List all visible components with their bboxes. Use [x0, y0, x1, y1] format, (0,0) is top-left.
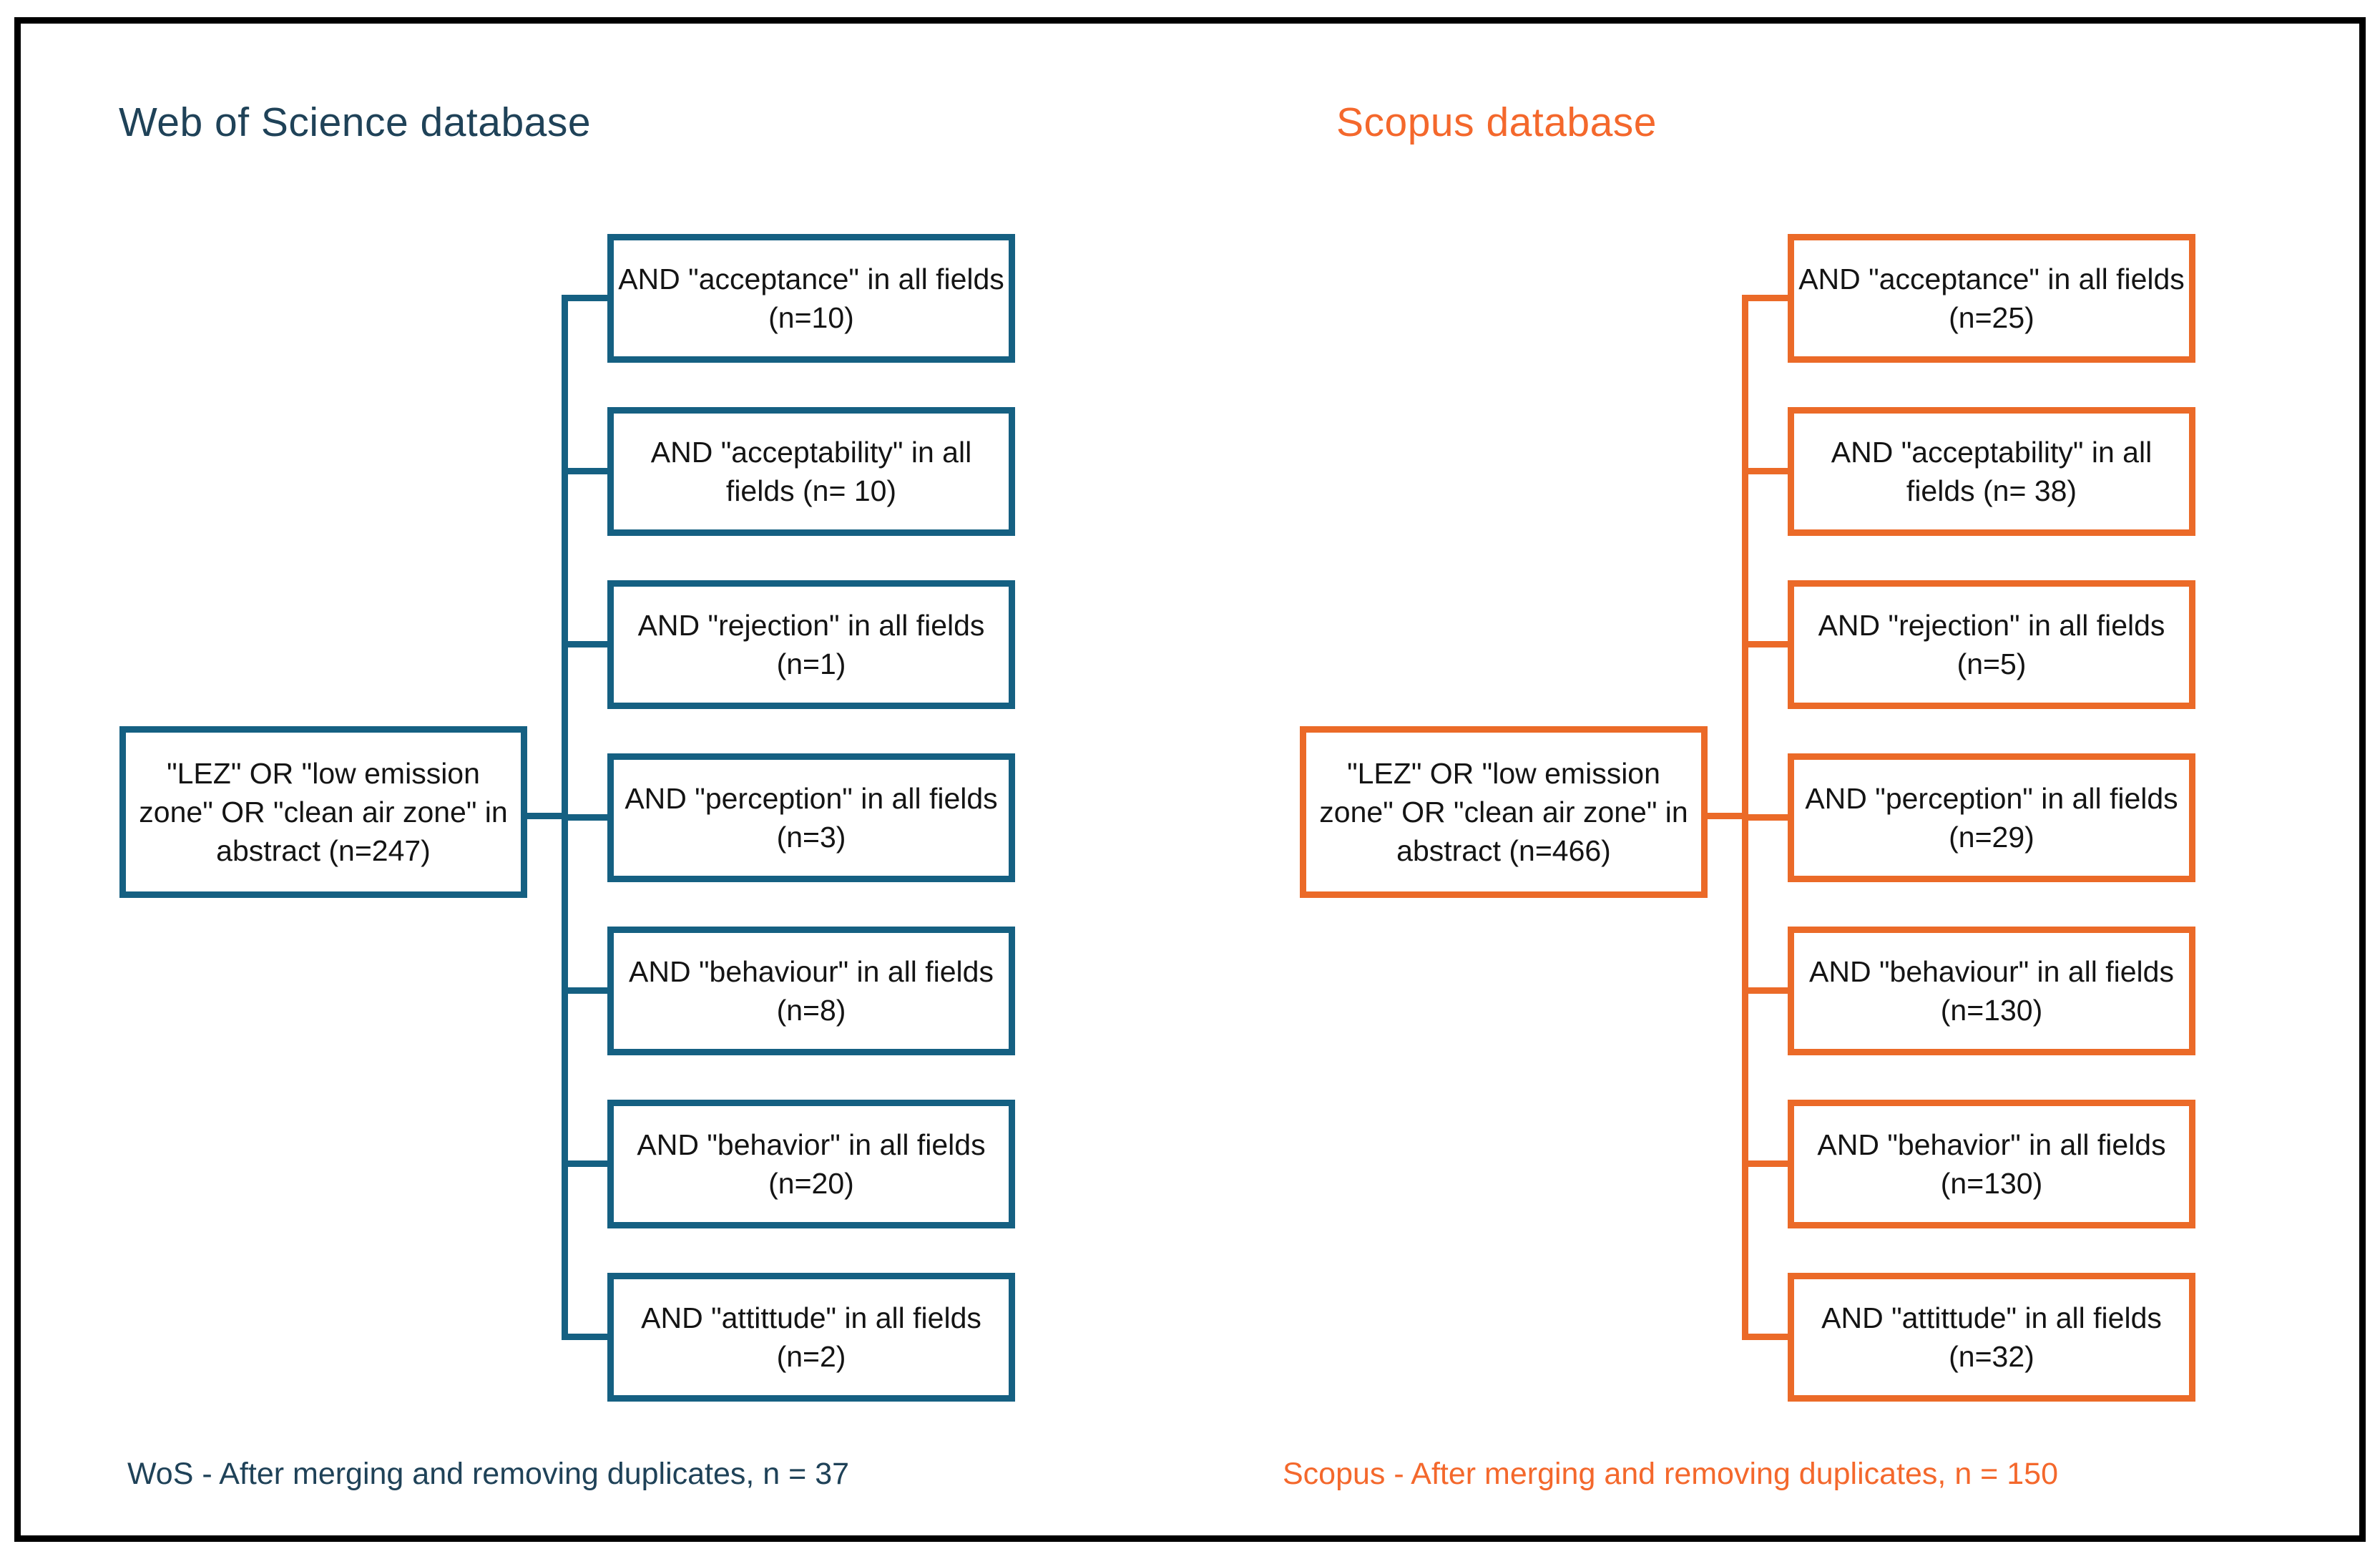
- query-box: AND "behaviour" in all fields (n=130): [1788, 927, 2195, 1055]
- connector-stub: [568, 295, 607, 301]
- query-box: AND "perception" in all fields (n=29): [1788, 753, 2195, 882]
- query-box: AND "perception" in all fields (n=3): [607, 753, 1015, 882]
- panel-footer: WoS - After merging and removing duplica…: [127, 1457, 850, 1491]
- diagram-frame: [14, 17, 2366, 1542]
- query-box: AND "behaviour" in all fields (n=8): [607, 927, 1015, 1055]
- connector-stub: [1748, 814, 1788, 821]
- query-box: AND "attittude" in all fields (n=32): [1788, 1273, 2195, 1402]
- connector-stub: [568, 641, 607, 647]
- query-box: AND "acceptance" in all fields (n=25): [1788, 234, 2195, 363]
- query-box: AND "behavior" in all fields (n=130): [1788, 1100, 2195, 1228]
- connector-root-stub: [527, 813, 562, 819]
- query-box: AND "acceptability" in all fields (n= 10…: [607, 407, 1015, 536]
- query-box: AND "acceptance" in all fields (n=10): [607, 234, 1015, 363]
- connector-stub: [1748, 468, 1788, 474]
- connector-trunk: [1742, 295, 1748, 1340]
- query-box: AND "behavior" in all fields (n=20): [607, 1100, 1015, 1228]
- connector-stub: [568, 987, 607, 994]
- panel-title: Web of Science database: [119, 99, 592, 145]
- connector-stub: [568, 1334, 607, 1340]
- connector-stub: [568, 814, 607, 821]
- panel-footer: Scopus - After merging and removing dupl…: [1283, 1457, 2058, 1491]
- connector-stub: [1748, 295, 1788, 301]
- connector-stub: [1748, 1160, 1788, 1167]
- connector-trunk: [562, 295, 568, 1340]
- connector-stub: [1748, 641, 1788, 647]
- connector-root-stub: [1708, 813, 1742, 819]
- connector-stub: [1748, 987, 1788, 994]
- root-query-box: "LEZ" OR "low emission zone" OR "clean a…: [1300, 726, 1708, 898]
- panel-title: Scopus database: [1336, 99, 1657, 145]
- root-query-box: "LEZ" OR "low emission zone" OR "clean a…: [119, 726, 527, 898]
- query-box: AND "attittude" in all fields (n=2): [607, 1273, 1015, 1402]
- query-box: AND "rejection" in all fields (n=1): [607, 580, 1015, 709]
- query-box: AND "acceptability" in all fields (n= 38…: [1788, 407, 2195, 536]
- query-box: AND "rejection" in all fields (n=5): [1788, 580, 2195, 709]
- connector-stub: [568, 468, 607, 474]
- connector-stub: [568, 1160, 607, 1167]
- connector-stub: [1748, 1334, 1788, 1340]
